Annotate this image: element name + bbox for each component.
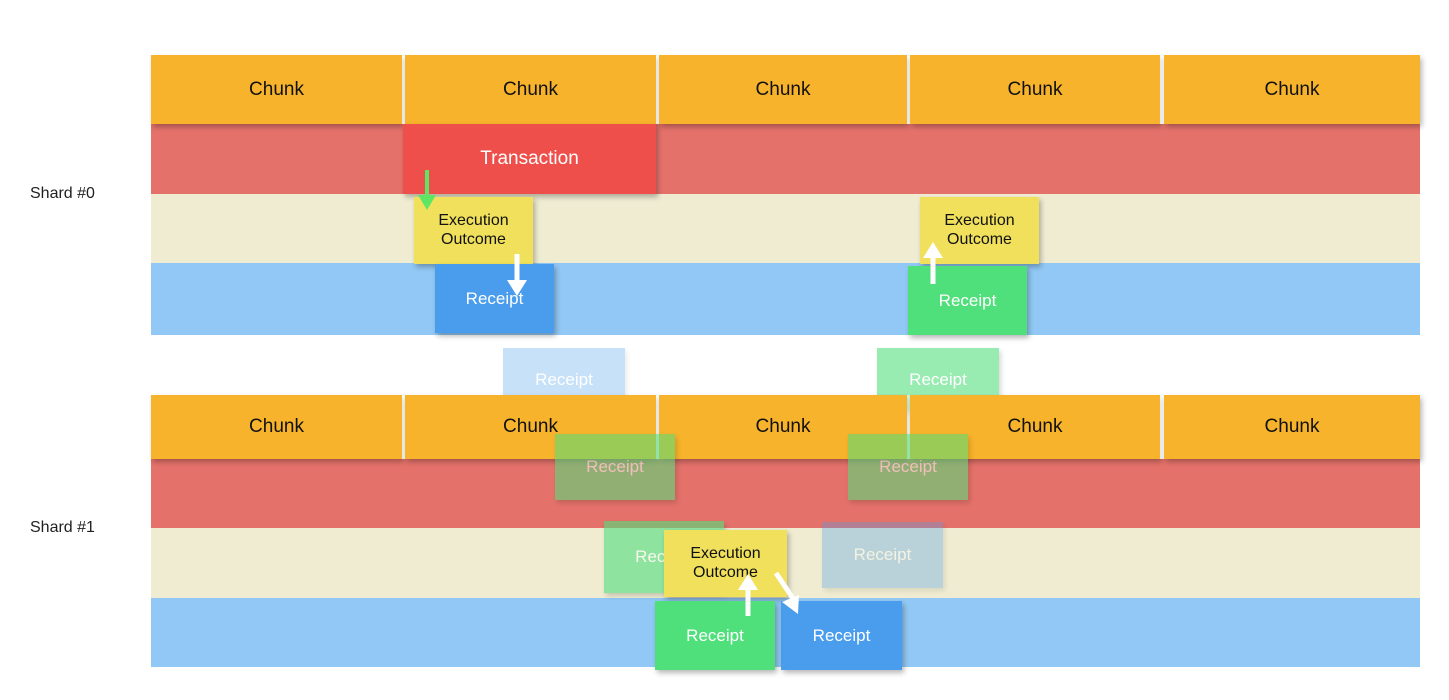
chunk-label: Chunk [1264,78,1320,100]
receipt-label: Receipt [535,369,593,389]
transaction-label: Transaction [480,148,579,170]
chunk-label: Chunk [1264,416,1320,437]
shard-1-chunk-row: Chunk Chunk Chunk Chunk Chunk [151,395,1420,459]
execution-outcome-label-line2: Outcome [947,230,1012,248]
shard-1-execution-outcome-box[interactable]: Execution Outcome [664,530,787,597]
receipt-label: Receipt [909,369,967,389]
shard-1-receipt-ghost-green-mid-left[interactable]: Receipt [555,434,675,500]
chunk-label: Chunk [755,78,811,100]
shard-0-chunk-3[interactable]: Chunk [910,55,1160,124]
receipt-label: Receipt [686,625,744,645]
shard-0-execution-outcome-box-right[interactable]: Execution Outcome [920,197,1039,264]
chunk-divider [907,395,910,459]
shard-0-chunk-row: Chunk Chunk Chunk Chunk Chunk [151,55,1420,124]
shard-1-chunk-1[interactable]: Chunk [405,395,656,459]
chunk-divider [656,55,659,124]
chunk-label: Chunk [503,78,558,100]
receipt-label: Receipt [879,457,937,477]
shard-0-chunk-0[interactable]: Chunk [151,55,402,124]
chunk-label: Chunk [1007,416,1063,437]
shard-0-receipt-box-blue[interactable]: Receipt [435,264,554,333]
chunk-divider [402,395,405,459]
shard-0-chunk-4[interactable]: Chunk [1164,55,1420,124]
shard-0-execution-outcome-box-left[interactable]: Execution Outcome [414,197,533,264]
shard-0-chunk-1[interactable]: Chunk [405,55,656,124]
shard-1-chunk-0[interactable]: Chunk [151,395,402,459]
chunk-divider [907,55,910,124]
shard-0-receipt-band [151,263,1420,335]
execution-outcome-label-line1: Execution [690,545,761,563]
execution-outcome-label-line1: Execution [438,212,509,230]
chunk-divider [402,55,405,124]
shard-1-receipt-box-green[interactable]: Receipt [655,601,775,670]
chunk-label: Chunk [249,78,304,100]
shard-0-transaction-box[interactable]: Transaction [403,124,656,194]
chunk-divider [656,395,659,459]
execution-outcome-label-line2: Outcome [693,563,758,581]
chunk-label: Chunk [1007,78,1063,100]
shard-1-receipt-ghost-green-mid-right[interactable]: Receipt [848,434,968,500]
chunk-label: Chunk [503,416,558,437]
shard-0-transaction-band [151,124,1420,194]
receipt-label: Receipt [938,290,997,310]
chunk-label: Chunk [755,416,811,437]
receipt-label: Receipt [853,545,912,565]
shard-0-label: Shard #0 [30,185,95,202]
shard-1-receipt-ghost-blue-outcome[interactable]: Receipt [822,522,943,588]
shard-1-receipt-box-blue[interactable]: Receipt [781,601,902,670]
shard-0-outcome-band [151,194,1420,263]
shard-1-chunk-4[interactable]: Chunk [1164,395,1420,459]
receipt-label: Receipt [586,457,644,477]
shard-0-receipt-box-green[interactable]: Receipt [908,266,1027,335]
shard-1-label: Shard #1 [30,519,95,536]
receipt-label: Receipt [812,625,871,645]
execution-outcome-label-line1: Execution [944,212,1015,230]
chunk-divider [1160,395,1164,459]
receipt-label: Receipt [465,288,524,308]
chunk-label: Chunk [249,416,304,437]
shard-0-chunk-2[interactable]: Chunk [659,55,907,124]
shard-1-transaction-band [151,459,1420,528]
chunk-divider [1160,55,1164,124]
execution-outcome-label-line2: Outcome [441,230,506,248]
